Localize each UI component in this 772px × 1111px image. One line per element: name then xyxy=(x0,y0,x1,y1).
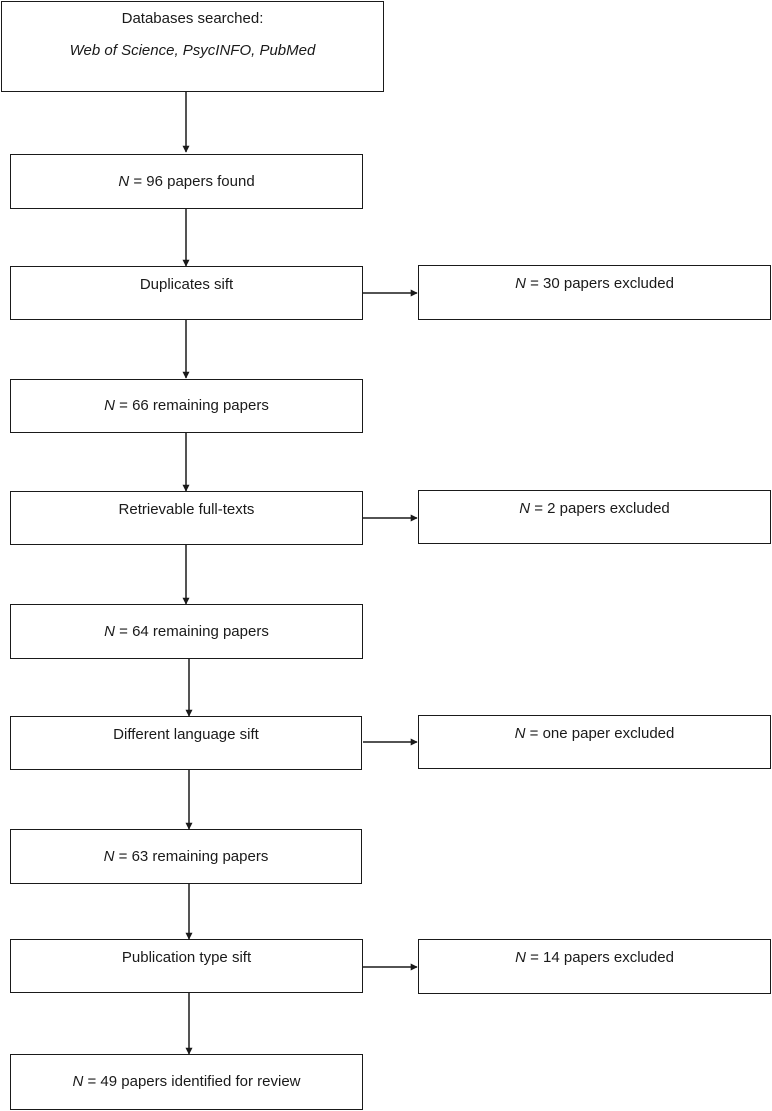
excluded-publication-box: N = 14 papers excluded xyxy=(418,939,771,994)
different-language-sift-box: Different language sift xyxy=(10,716,362,770)
excluded-language-box: N = one paper excluded xyxy=(418,715,771,769)
papers-found-box: N = 96 papers found xyxy=(10,154,363,209)
excluded-retrievable-box: N = 2 papers excluded xyxy=(418,490,771,544)
different-language-sift-label: Different language sift xyxy=(113,726,259,743)
identified-for-review-box: N = 49 papers identified for review xyxy=(10,1054,363,1110)
excluded-duplicates-box: N = 30 papers excluded xyxy=(418,265,771,320)
n-symbol: N xyxy=(103,847,115,865)
n-symbol: N xyxy=(118,172,130,190)
databases-list: Web of Science, PsycINFO, PubMed xyxy=(69,42,316,59)
n-symbol: N xyxy=(515,275,526,292)
databases-title: Databases searched: xyxy=(121,10,264,27)
excluded-retrievable-text: = 2 papers excluded xyxy=(530,500,670,517)
papers-found-text: = 96 papers found xyxy=(129,172,255,190)
remaining-64-text: = 64 remaining papers xyxy=(114,622,269,640)
retrievable-full-texts-label: Retrievable full-texts xyxy=(118,501,255,518)
excluded-duplicates-text: = 30 papers excluded xyxy=(525,275,674,292)
n-symbol: N xyxy=(514,725,526,742)
publication-type-sift-label: Publication type sift xyxy=(121,949,252,966)
remaining-63-text: = 63 remaining papers xyxy=(114,847,269,865)
n-symbol: N xyxy=(104,622,115,640)
excluded-language-text: = one paper excluded xyxy=(525,725,675,742)
databases-searched-box: Databases searched: Web of Science, Psyc… xyxy=(1,1,384,92)
retrievable-full-texts-box: Retrievable full-texts xyxy=(10,491,363,545)
excluded-publication-text: = 14 papers excluded xyxy=(525,949,674,966)
n-symbol: N xyxy=(515,949,526,966)
publication-type-sift-box: Publication type sift xyxy=(10,939,363,993)
n-symbol: N xyxy=(519,500,531,517)
duplicates-sift-label: Duplicates sift xyxy=(139,276,234,293)
remaining-66-box: N = 66 remaining papers xyxy=(10,379,363,433)
identified-for-review-text: = 49 papers identified for review xyxy=(83,1073,301,1090)
n-symbol: N xyxy=(72,1073,84,1090)
duplicates-sift-box: Duplicates sift xyxy=(10,266,363,320)
remaining-66-text: = 66 remaining papers xyxy=(114,397,269,414)
n-symbol: N xyxy=(104,397,115,414)
remaining-64-box: N = 64 remaining papers xyxy=(10,604,363,659)
remaining-63-box: N = 63 remaining papers xyxy=(10,829,362,884)
